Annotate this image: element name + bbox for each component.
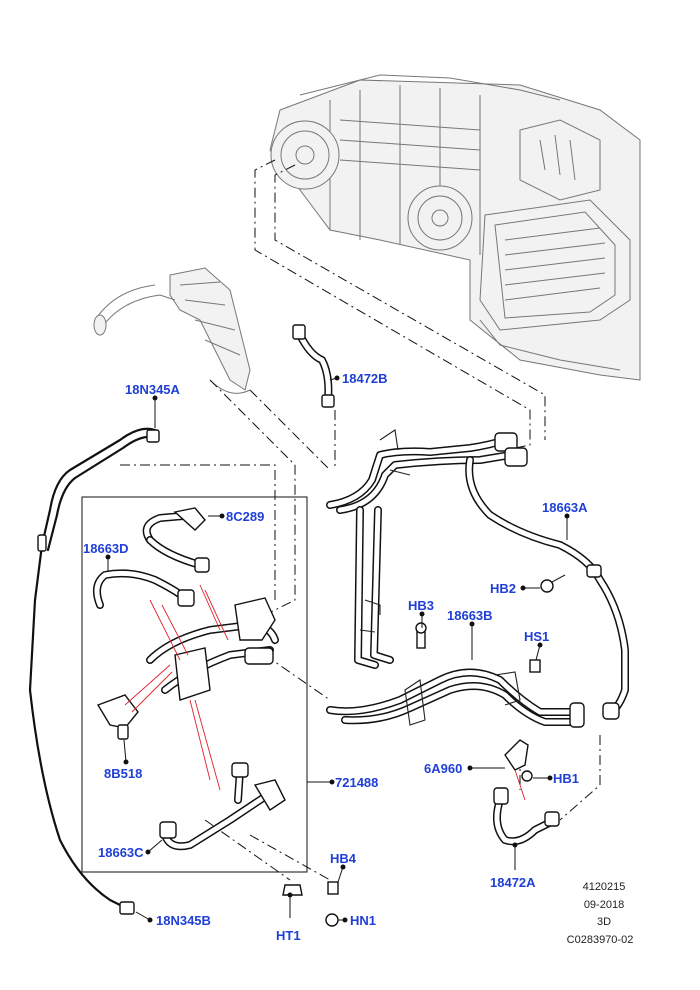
clip-HT1 <box>282 884 303 896</box>
hvac-unit <box>269 74 641 381</box>
label-18472A[interactable]: 18472A <box>490 875 536 890</box>
illustration-view: 3D <box>597 916 611 928</box>
illustration-date: 09-2018 <box>584 899 624 911</box>
assembly-box-721488 <box>81 496 308 873</box>
label-HB3[interactable]: HB3 <box>408 598 434 613</box>
illustration-info: 4120215 09-2018 3D C0283970-02 <box>567 881 634 946</box>
label-18663C[interactable]: 18663C <box>98 845 144 860</box>
bracket-6A960 <box>504 739 529 771</box>
valve-assembly <box>146 597 279 701</box>
hose-18472A <box>492 787 560 846</box>
label-HT1[interactable]: HT1 <box>276 928 301 943</box>
label-18472B-top[interactable]: 18472B <box>342 371 388 386</box>
bolt-HB2 <box>540 574 566 593</box>
illustration-code: C0283970-02 <box>567 934 634 946</box>
label-721488[interactable]: 721488 <box>335 775 378 790</box>
label-8C289[interactable]: 8C289 <box>226 509 264 524</box>
fasteners <box>282 574 566 927</box>
hose-18472B-top <box>292 324 335 408</box>
red-leader-lines <box>124 584 526 801</box>
engine-bracket <box>93 267 251 394</box>
hose-8C289 <box>142 507 210 573</box>
hose-18663D <box>92 569 195 609</box>
hose-18663B <box>326 668 585 728</box>
label-18663D[interactable]: 18663D <box>83 541 129 556</box>
hose-18663C <box>159 762 286 851</box>
hose-18N345 <box>28 427 160 915</box>
label-HB1[interactable]: HB1 <box>553 771 579 786</box>
bolt-HB1 <box>521 770 533 782</box>
label-18663A[interactable]: 18663A <box>542 500 588 515</box>
heater-pipe-assembly <box>326 429 528 669</box>
nut-HN1 <box>325 913 339 927</box>
callout-labels: 18472B 18N345A 8C289 18663D 18663A HB2 H… <box>83 371 588 943</box>
label-8B518[interactable]: 8B518 <box>104 766 142 781</box>
callout-leaders <box>105 375 570 923</box>
label-HB4[interactable]: HB4 <box>330 851 357 866</box>
valve-8B518 <box>96 694 139 740</box>
label-HB2[interactable]: HB2 <box>490 581 516 596</box>
routing-lines <box>120 159 601 881</box>
hose-18663A <box>465 456 629 720</box>
label-HS1[interactable]: HS1 <box>524 629 549 644</box>
bolt-HB4 <box>327 881 339 895</box>
illustration-number: 4120215 <box>583 881 626 893</box>
stud-HS1 <box>529 659 541 673</box>
bolt-HB3 <box>415 622 427 649</box>
label-18N345B[interactable]: 18N345B <box>156 913 211 928</box>
label-6A960[interactable]: 6A960 <box>424 761 462 776</box>
label-18N345A[interactable]: 18N345A <box>125 382 181 397</box>
label-18663B[interactable]: 18663B <box>447 608 493 623</box>
label-HN1[interactable]: HN1 <box>350 913 376 928</box>
